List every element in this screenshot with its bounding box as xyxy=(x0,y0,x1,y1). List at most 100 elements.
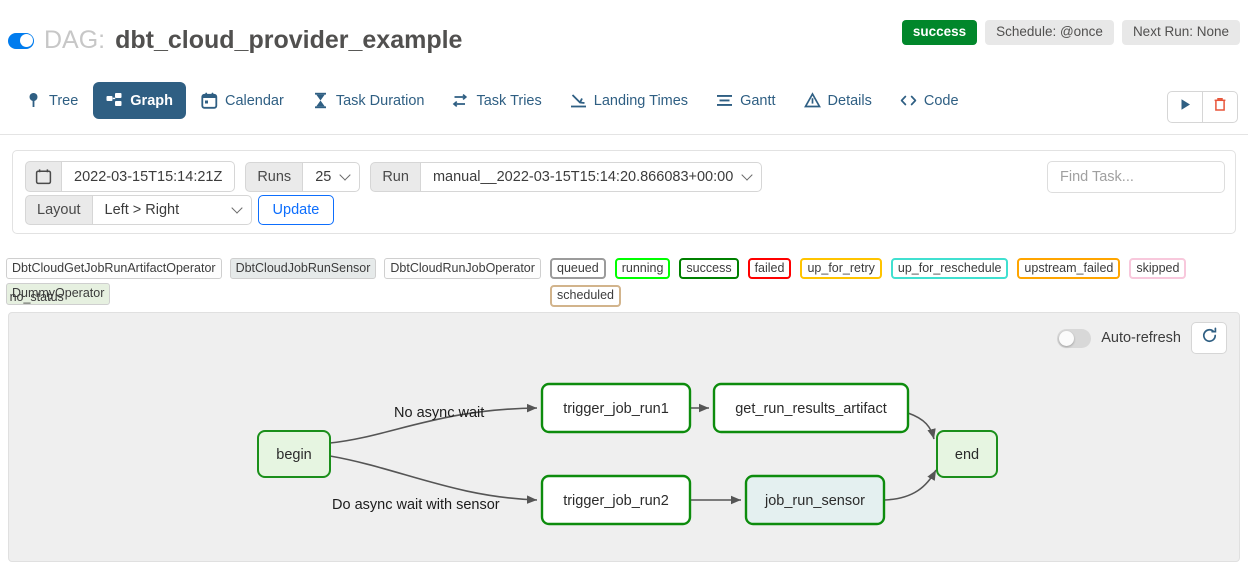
legend-status-up-for-reschedule[interactable]: up_for_reschedule xyxy=(890,258,1009,280)
tab-label: Task Tries xyxy=(476,92,542,109)
tab-label: Tree xyxy=(49,92,79,109)
node-end-box[interactable] xyxy=(936,430,998,478)
edge-label-async-wait-sensor: Do async wait with sensor xyxy=(332,497,500,513)
edge-artifact-to-end xyxy=(907,412,936,440)
status-badge: success xyxy=(901,20,978,46)
update-button[interactable]: Update xyxy=(257,195,335,225)
legend-operator-chip[interactable]: DbtCloudGetJobRunArtifactOperator xyxy=(6,258,222,280)
landing-icon xyxy=(570,92,587,109)
dag-name: dbt_cloud_provider_example xyxy=(115,26,463,54)
run-filter-toolbar: 2022-03-15T15:14:21Z Runs 25 Run manual_… xyxy=(12,150,1236,234)
tab-graph[interactable]: Graph xyxy=(93,82,186,119)
legend-status-skipped[interactable]: skipped xyxy=(1129,258,1187,280)
layout-group: Layout Left > Right xyxy=(25,195,252,225)
tab-label: Calendar xyxy=(224,92,284,109)
legend-status-running[interactable]: running xyxy=(614,258,671,280)
status-legend: queued running success failed up_for_ret… xyxy=(10,258,1244,308)
num-runs-group: Runs 25 xyxy=(245,161,361,192)
legend-status-scheduled[interactable]: scheduled xyxy=(550,285,621,307)
play-icon xyxy=(1179,98,1192,116)
trash-icon xyxy=(1213,97,1227,117)
graph-edge-labels: No async wait Do async wait with sensor xyxy=(332,405,500,513)
tab-label: Task Duration xyxy=(335,92,425,109)
base-date-group: 2022-03-15T15:14:21Z xyxy=(25,161,236,192)
legend-operator-chip[interactable]: DummyOperator xyxy=(6,283,111,305)
delete-dag-button[interactable] xyxy=(1203,91,1238,123)
next-run-badge: Next Run: None xyxy=(1121,20,1240,46)
tab-landing-times[interactable]: Landing Times xyxy=(557,82,701,119)
layout-select[interactable]: Left > Right xyxy=(92,195,252,225)
legend-status-upstream-failed[interactable]: upstream_failed xyxy=(1017,258,1121,280)
graph-icon xyxy=(106,92,123,109)
view-tabs: Tree Graph Calendar Task Duration xyxy=(12,82,972,119)
calendar-icon xyxy=(201,92,218,109)
tab-details[interactable]: Details xyxy=(791,82,885,119)
tab-label: Landing Times xyxy=(593,92,689,109)
find-task-input[interactable]: Find Task... xyxy=(1047,161,1225,193)
auto-refresh-label: Auto-refresh xyxy=(1101,330,1181,346)
tab-gantt[interactable]: Gantt xyxy=(703,82,788,119)
dag-pause-toggle[interactable] xyxy=(8,32,34,49)
node-job-run-sensor[interactable]: job_run_sensor xyxy=(744,474,886,526)
node-trigger-job-run1-label: trigger_job_run1 xyxy=(563,401,669,417)
tab-label: Graph xyxy=(130,92,173,109)
tab-label: Code xyxy=(923,92,959,109)
legend-operator-chip[interactable]: DbtCloudJobRunSensor xyxy=(229,258,377,280)
calendar-icon[interactable] xyxy=(25,161,62,192)
refresh-button[interactable] xyxy=(1191,322,1227,354)
node-trigger-job-run2-box[interactable] xyxy=(540,474,692,526)
tree-icon xyxy=(25,92,42,109)
node-trigger-job-run1[interactable]: trigger_job_run1 xyxy=(540,382,692,434)
node-end[interactable]: end xyxy=(936,430,998,478)
node-begin[interactable]: begin xyxy=(257,430,331,478)
legend-status-no-status: no_status xyxy=(9,290,64,305)
edge-begin-to-trigger1 xyxy=(329,403,538,444)
legend-operator-chip[interactable]: DbtCloudRunJobOperator xyxy=(384,258,541,280)
node-job-run-sensor-box[interactable] xyxy=(744,474,886,526)
legend-status-success[interactable]: success xyxy=(679,258,739,280)
tab-task-tries[interactable]: Task Tries xyxy=(439,82,554,119)
code-brackets-icon xyxy=(900,92,917,109)
run-label: Run xyxy=(370,161,421,192)
warning-triangle-icon xyxy=(803,92,821,109)
tab-calendar[interactable]: Calendar xyxy=(188,82,297,119)
node-get-run-results-artifact-box[interactable] xyxy=(712,382,910,434)
auto-refresh-toggle[interactable] xyxy=(1057,328,1092,348)
edge-sensor-to-end xyxy=(883,469,937,501)
hourglass-icon xyxy=(312,92,329,109)
schedule-badge: Schedule: @once xyxy=(985,20,1114,46)
filter-row-secondary: Layout Left > Right Update xyxy=(25,195,335,225)
dag-action-buttons xyxy=(1167,91,1238,123)
legend-status-failed[interactable]: failed xyxy=(747,258,792,280)
node-begin-box[interactable] xyxy=(257,430,331,478)
dag-run-group: Run manual__2022-03-15T15:14:20.866083+0… xyxy=(370,161,763,192)
header-badges: success Schedule: @once Next Run: None xyxy=(901,20,1240,46)
tab-task-duration[interactable]: Task Duration xyxy=(299,82,438,119)
tab-tree[interactable]: Tree xyxy=(12,82,91,119)
retry-icon xyxy=(452,92,469,109)
graph-nodes[interactable]: begin trigger_job_run1 get_run_results_a… xyxy=(257,382,998,526)
node-trigger-job-run1-box[interactable] xyxy=(540,382,692,434)
trigger-dag-button[interactable] xyxy=(1167,91,1203,123)
dag-graph[interactable]: No async wait Do async wait with sensor … xyxy=(9,313,1240,562)
view-tabbar: Tree Graph Calendar Task Duration xyxy=(0,78,1248,135)
edge-begin-to-trigger2 xyxy=(329,455,538,504)
node-get-run-results-artifact[interactable]: get_run_results_artifact xyxy=(712,382,910,434)
graph-legend: DbtCloudGetJobRunArtifactOperator DbtClo… xyxy=(0,256,1248,307)
operator-legend: DbtCloudGetJobRunArtifactOperator DbtClo… xyxy=(6,258,546,305)
graph-edges xyxy=(329,403,937,505)
page-header: DAG: dbt_cloud_provider_example success … xyxy=(0,0,1248,70)
tab-code[interactable]: Code xyxy=(887,82,972,119)
gantt-icon xyxy=(716,92,733,109)
node-trigger-job-run2[interactable]: trigger_job_run2 xyxy=(540,474,692,526)
num-runs-select[interactable]: 25 xyxy=(303,161,361,192)
legend-status-up-for-retry[interactable]: up_for_retry xyxy=(800,258,882,280)
graph-canvas-panel: Auto-refresh xyxy=(8,312,1240,562)
node-end-label: end xyxy=(955,447,979,463)
legend-status-queued[interactable]: queued xyxy=(550,258,606,280)
dag-run-select[interactable]: manual__2022-03-15T15:14:20.866083+00:00 xyxy=(420,161,763,192)
base-date-input[interactable]: 2022-03-15T15:14:21Z xyxy=(62,161,236,192)
node-job-run-sensor-label: job_run_sensor xyxy=(764,493,865,509)
dag-label: DAG: xyxy=(44,26,106,54)
